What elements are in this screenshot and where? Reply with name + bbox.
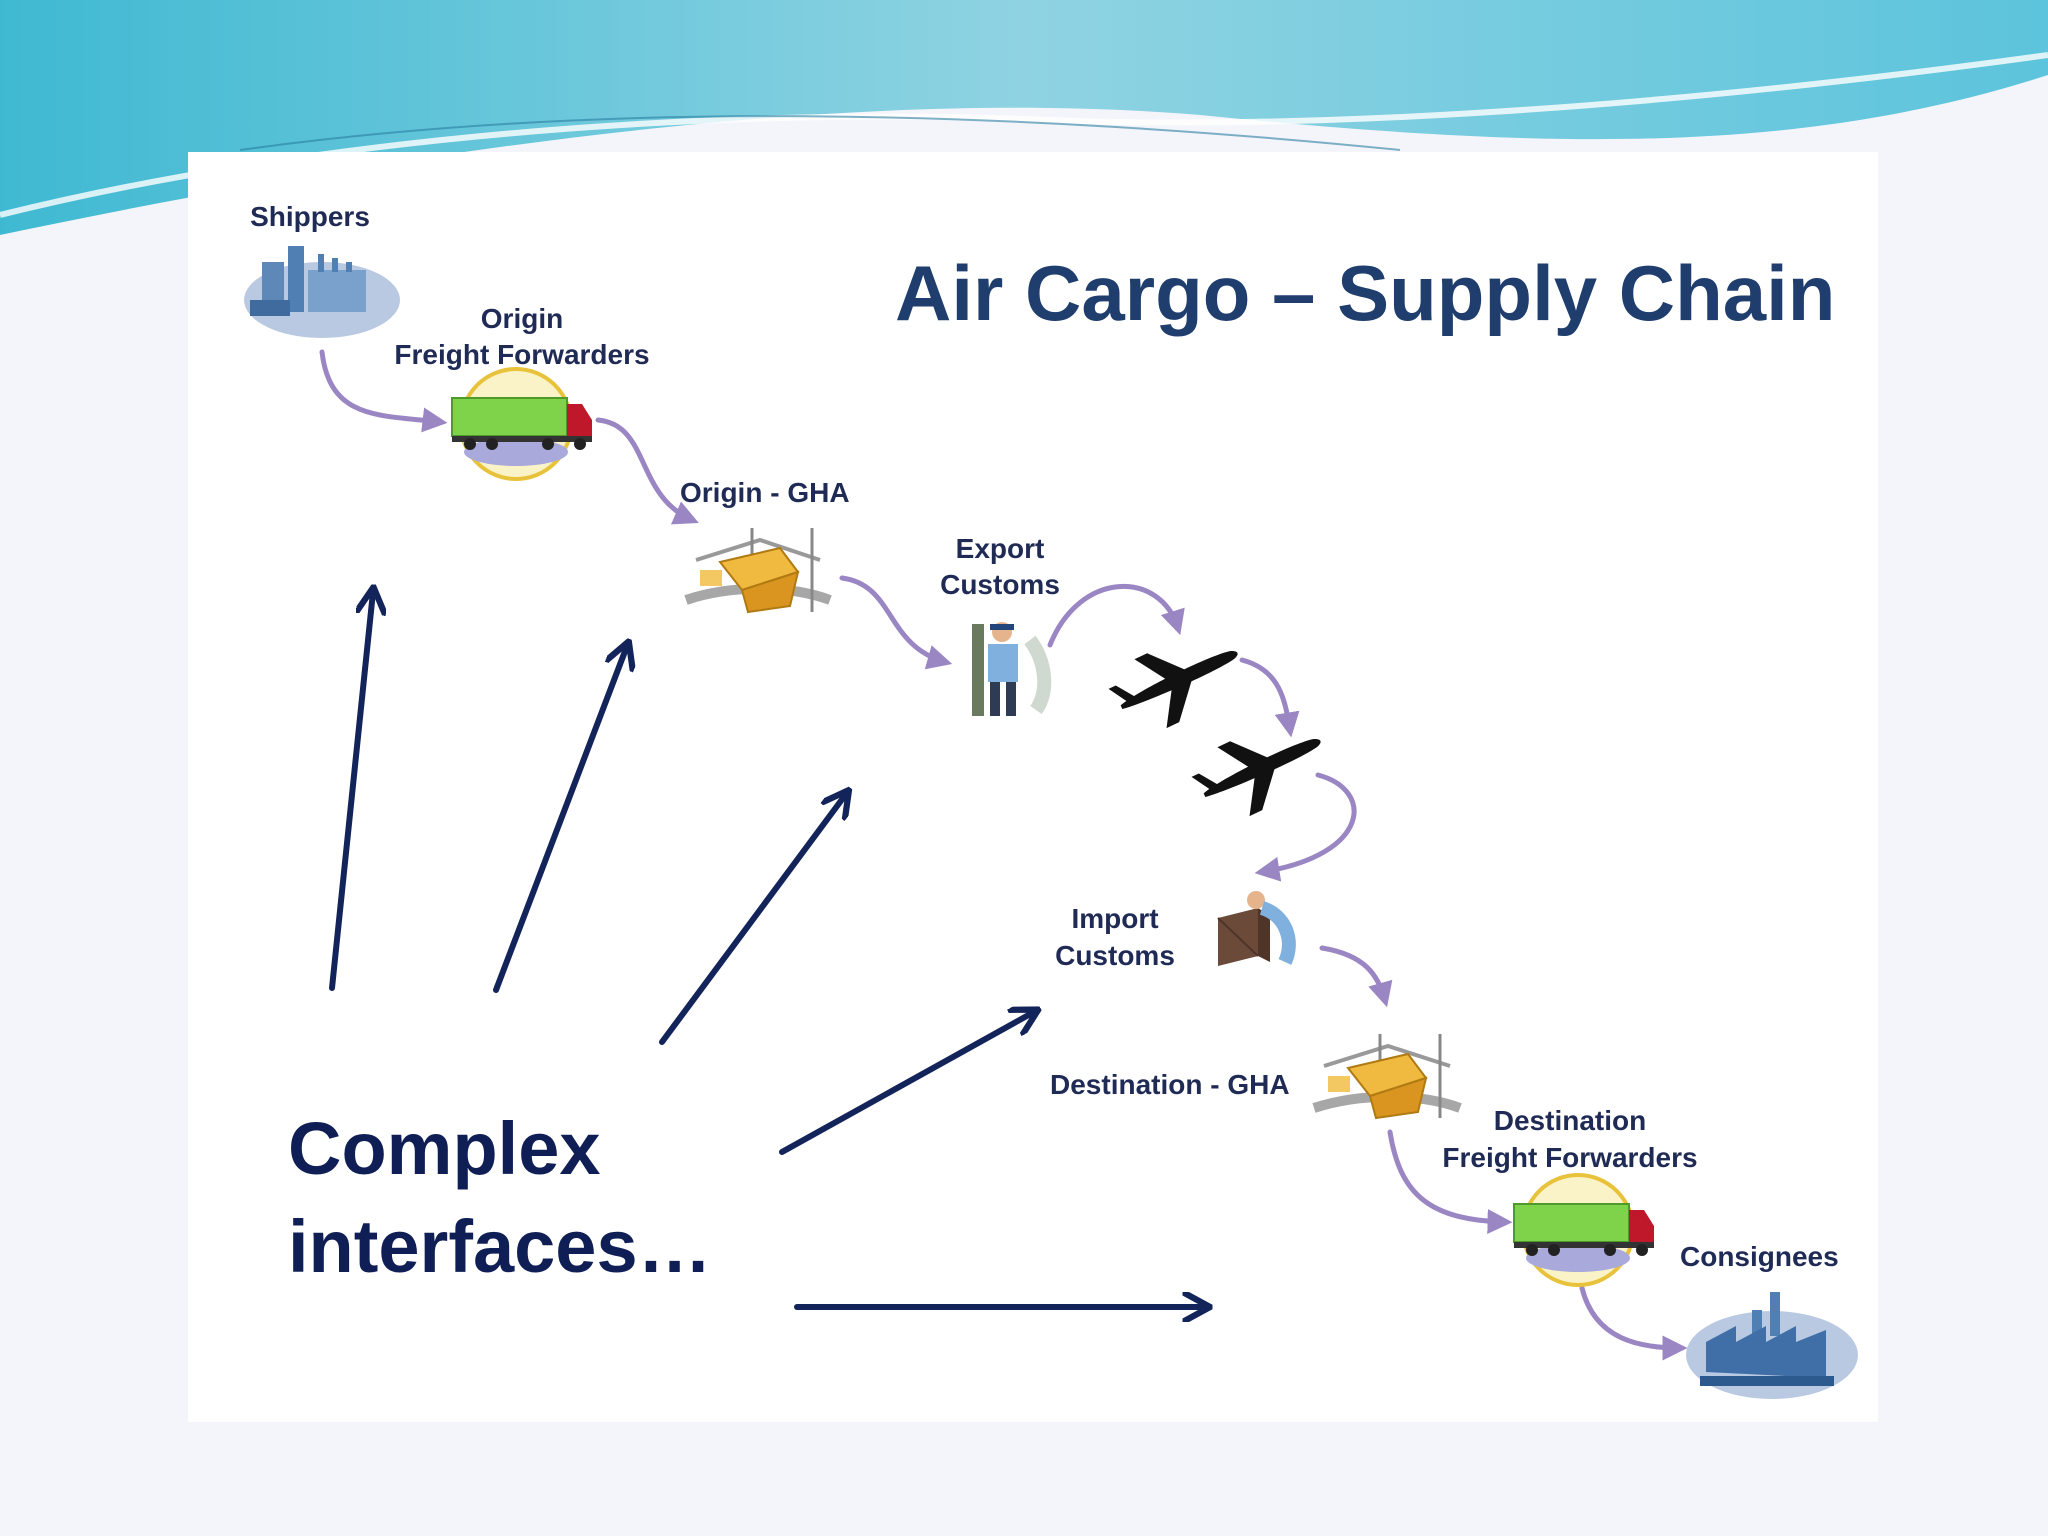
flow-arrow-shippers-to-origin-ff [319,349,448,433]
label-origin-ff-line2: Freight Forwarders [394,339,650,370]
diagram-title: Air Cargo – Supply Chain [895,249,1836,337]
flow-arrows [319,349,1688,1361]
airplane-icon [1191,739,1321,817]
flow-arrow-import-to-dest-gha [1319,945,1393,1008]
airplane-icon [1108,651,1238,729]
label-shippers: Shippers [250,201,370,232]
customs-crate-icon [1217,891,1296,966]
complex-interfaces-callout: Complex interfaces… [288,1100,712,1296]
interface-arrow-2 [493,646,627,993]
callout-line1: Complex [288,1107,601,1190]
label-export-customs-line1: Export [955,533,1045,564]
flow-arrow-origin-gha-to-export [839,575,953,670]
label-origin-ff-line1: Origin [480,303,564,334]
interface-arrow-4 [779,1012,1034,1155]
label-dest-ff-line1: Destination [1493,1105,1647,1136]
interface-arrow-3 [659,794,846,1045]
factory-icon [1686,1292,1858,1399]
label-import-customs-line2: Customs [1055,940,1175,971]
flow-arrow-export-to-plane1 [1047,583,1185,648]
label-import-customs-line1: Import [1071,903,1159,934]
interface-arrow-1 [329,592,373,991]
truck-icon [451,367,592,481]
flow-arrow-origin-ff-to-origin-gha [595,417,699,525]
flow-arrow-plane2-to-import [1254,772,1357,882]
customs-officer-icon [972,622,1052,716]
factory-icon [244,246,400,338]
label-dest-ff-line2: Freight Forwarders [1442,1142,1698,1173]
flow-arrow-dest-ff-to-consignees [1579,1285,1688,1361]
label-destination-gha: Destination - GHA [1050,1069,1290,1100]
warehouse-icon [684,528,832,614]
callout-line2: interfaces… [288,1205,712,1288]
label-consignees: Consignees [1680,1241,1839,1272]
flow-arrow-dest-gha-to-dest-ff [1387,1129,1513,1235]
warehouse-icon [1312,1034,1462,1120]
label-origin-gha: Origin - GHA [680,477,850,508]
label-export-customs-line2: Customs [940,569,1060,600]
interface-arrows [329,592,1205,1307]
flow-arrow-plane1-to-plane2 [1239,657,1300,738]
truck-icon [1513,1173,1654,1287]
